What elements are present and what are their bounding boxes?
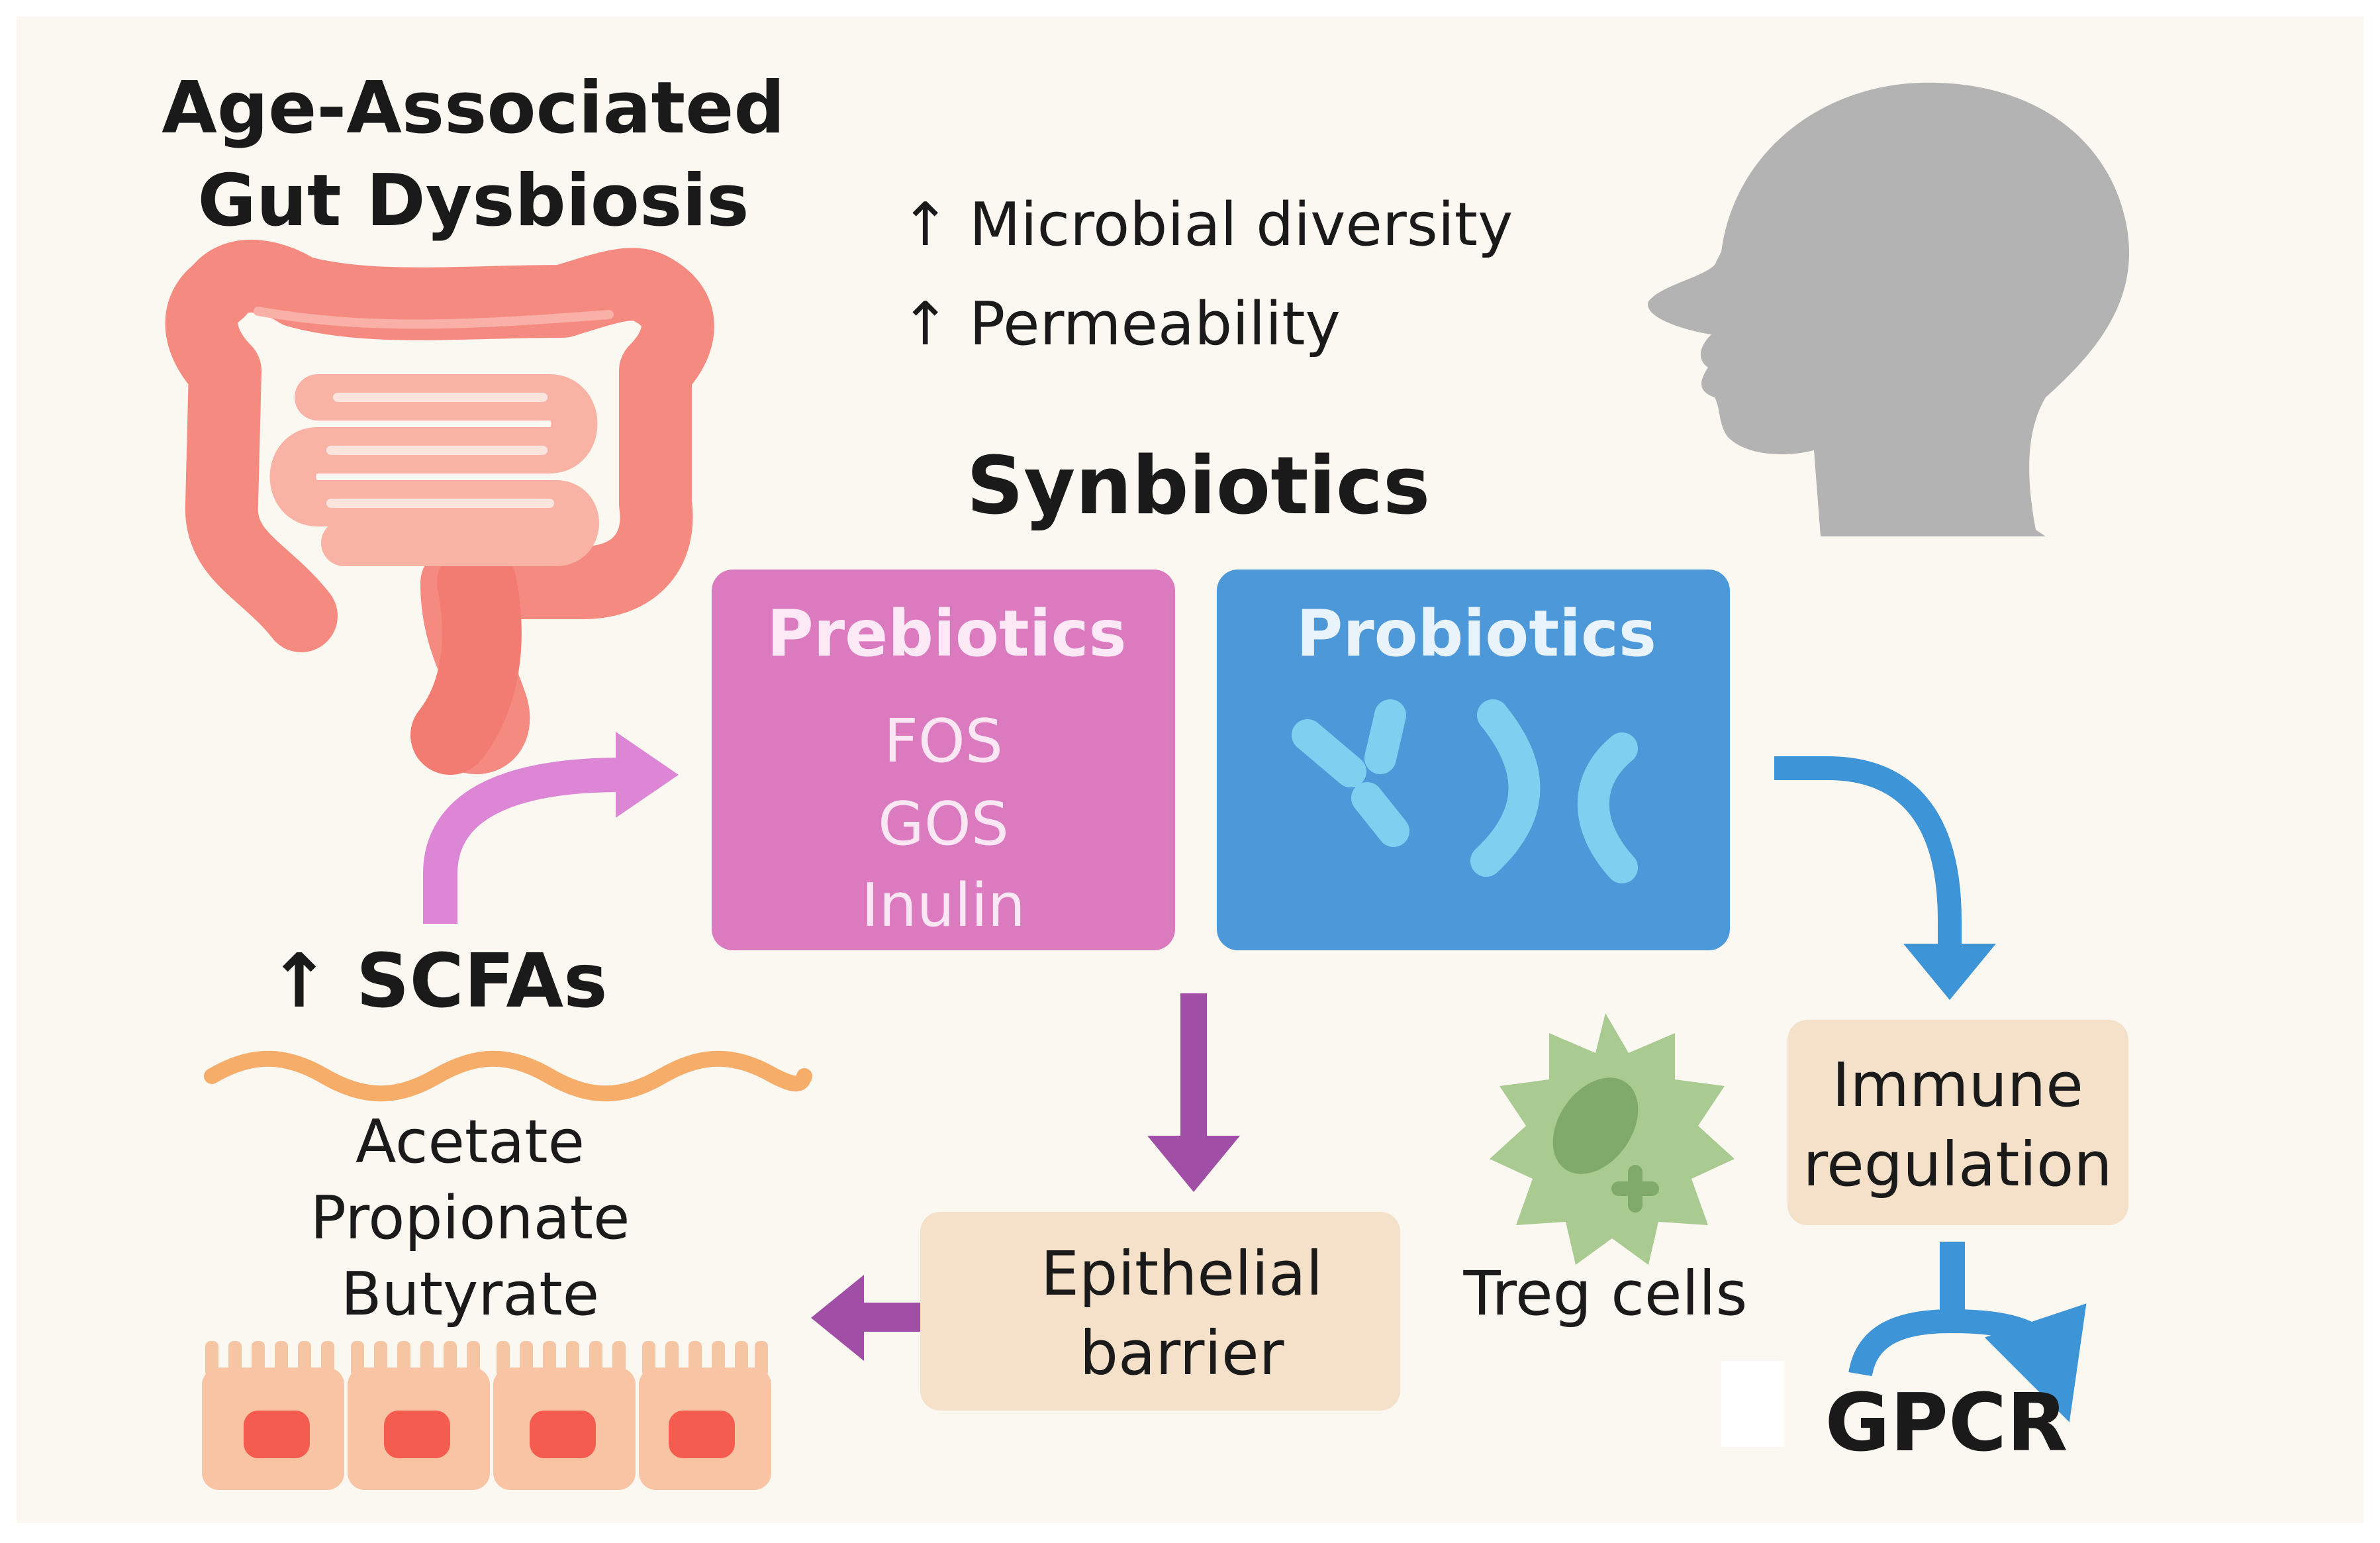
epithelium-icon [202,1341,771,1490]
treg-cells-label: Treg cells [1463,1258,1748,1329]
blank-patch [1721,1361,1784,1447]
title-line-2: Gut Dysbiosis [197,160,749,242]
prebiotics-box [712,570,1175,950]
scfas-to-prebiotics-arrow [423,732,679,924]
scfas-label: ↑ SCFAs [268,938,608,1024]
prebiotic-item-inulin: Inulin [861,871,1025,940]
scfa-item-acetate: Acetate [356,1107,585,1177]
scfa-item-propionate: Propionate [310,1183,630,1253]
effect-permeability: ↑ Permeability [900,289,1341,359]
probiotics-to-immune-arrow [1774,756,1996,1000]
immune-regulation-line-2: regulation [1803,1129,2112,1200]
gpcr-label: GPCR [1825,1377,2068,1469]
intestine-icon [165,240,714,775]
scfa-wave-icon [204,1050,812,1102]
synbiotics-heading: Synbiotics [967,440,1431,532]
barrier-to-scfas-arrow [811,1275,920,1361]
epithelial-barrier-box [920,1212,1400,1411]
immune-regulation-line-1: Immune [1832,1050,2083,1120]
immune-to-gpcr-arrow [1848,1242,2087,1422]
immune-regulation-box [1787,1020,2128,1225]
scfa-item-butyrate: Butyrate [341,1260,599,1329]
probiotics-label: Probiotics [1296,597,1656,671]
prebiotics-label: Prebiotics [767,597,1126,671]
human-head-icon [1648,82,2130,537]
epithelial-barrier-line-2: barrier [1080,1318,1284,1389]
bacteria-icon [1292,699,1638,883]
title-line-1: Age-Associated [162,67,785,150]
synbiotics-to-barrier-arrow [1147,993,1240,1192]
effect-microbial-diversity: ↑ Microbial diversity [900,190,1513,260]
prebiotic-item-gos: GOS [878,789,1009,859]
treg-cell-icon [1490,1013,1735,1265]
prebiotic-item-fos: FOS [884,707,1003,776]
epithelial-barrier-line-1: Epithelial [1041,1238,1323,1309]
